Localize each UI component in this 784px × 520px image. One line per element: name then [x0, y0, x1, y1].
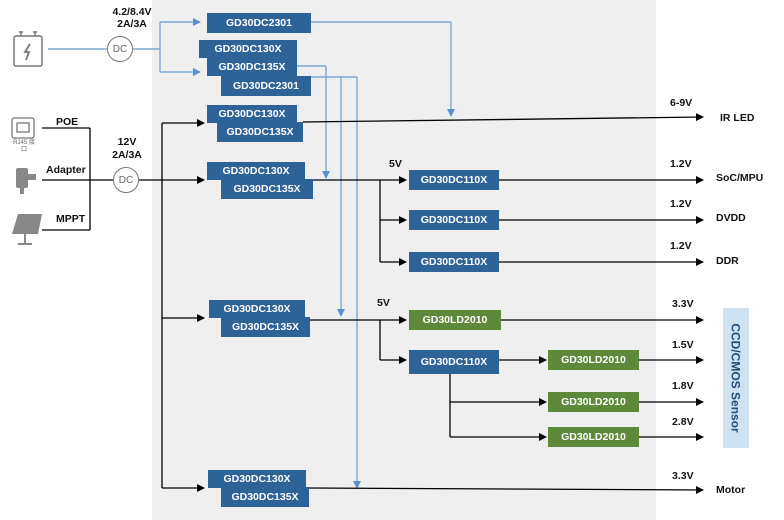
- ddr-regulator: GD30DC110X: [409, 252, 499, 272]
- branch-converter-a: GD30DC130X: [208, 470, 306, 488]
- mppt-label: MPPT: [56, 213, 86, 225]
- sensor-18v: 1.8V: [672, 380, 694, 392]
- soc-regulator: GD30DC110X: [409, 170, 499, 190]
- dvdd-label: DVDD: [716, 212, 746, 224]
- rj45-label: RJ45 接口: [13, 140, 35, 153]
- dvdd-voltage: 1.2V: [670, 198, 692, 210]
- ldo-18v: GD30LD2010: [548, 392, 639, 412]
- motor-voltage: 3.3V: [672, 470, 694, 482]
- ldo-15v: GD30LD2010: [548, 350, 639, 370]
- sensor-box: CCD/CMOS Sensor: [723, 308, 749, 448]
- branch-converter-b: GD30DC135X: [217, 122, 303, 142]
- solar-panel-icon: [12, 214, 42, 245]
- main-bus-lines: [42, 113, 704, 494]
- bus-voltage-label: 5V: [377, 297, 390, 309]
- dc-converter-icon: DC: [107, 36, 133, 62]
- sensor-28v: 2.8V: [672, 416, 694, 428]
- branch-converter-b: GD30DC135X: [221, 179, 313, 199]
- battery-power-lines: [48, 18, 455, 489]
- poe-rj45-icon: [11, 117, 35, 139]
- battery-icon: [13, 31, 43, 67]
- dvdd-regulator: GD30DC110X: [409, 210, 499, 230]
- dc-converter-icon: DC: [113, 167, 139, 193]
- ddr-voltage: 1.2V: [670, 240, 692, 252]
- branch-converter-a: GD30DC130X: [207, 162, 305, 180]
- sensor-regulator: GD30DC110X: [409, 350, 499, 374]
- motor-label: Motor: [716, 484, 746, 496]
- ddr-label: DDR: [716, 255, 739, 267]
- soc-label: SoC/MPU: [716, 172, 764, 184]
- sensor-15v: 1.5V: [672, 339, 694, 351]
- main-bus-spec: 12V 2A/3A: [112, 136, 142, 161]
- ir-voltage: 6-9V: [670, 97, 693, 109]
- adapter-label: Adapter: [46, 164, 86, 176]
- branch-converter-a: GD30DC130X: [209, 300, 305, 318]
- poe-label: POE: [56, 116, 79, 128]
- top-converter-block: GD30DC2301: [207, 13, 311, 33]
- top-converter-block: GD30DC130X: [199, 40, 297, 58]
- top-converter-block: GD30DC2301: [221, 76, 311, 96]
- sensor-33v: 3.3V: [672, 298, 694, 310]
- branch-converter-b: GD30DC135X: [221, 487, 309, 507]
- battery-spec: 4.2/8.4V 2A/3A: [112, 6, 152, 30]
- adapter-icon: [16, 168, 36, 194]
- ldo-28v: GD30LD2010: [548, 427, 639, 447]
- ldo-33v: GD30LD2010: [409, 310, 501, 330]
- ir-led-label: IR LED: [720, 112, 755, 124]
- branch-converter-a: GD30DC130X: [207, 105, 297, 123]
- branch-converter-b: GD30DC135X: [221, 317, 310, 337]
- top-converter-block: GD30DC135X: [207, 58, 297, 76]
- soc-voltage: 1.2V: [670, 158, 692, 170]
- sensor-label: CCD/CMOS Sensor: [729, 323, 744, 433]
- bus-voltage-label: 5V: [389, 158, 402, 170]
